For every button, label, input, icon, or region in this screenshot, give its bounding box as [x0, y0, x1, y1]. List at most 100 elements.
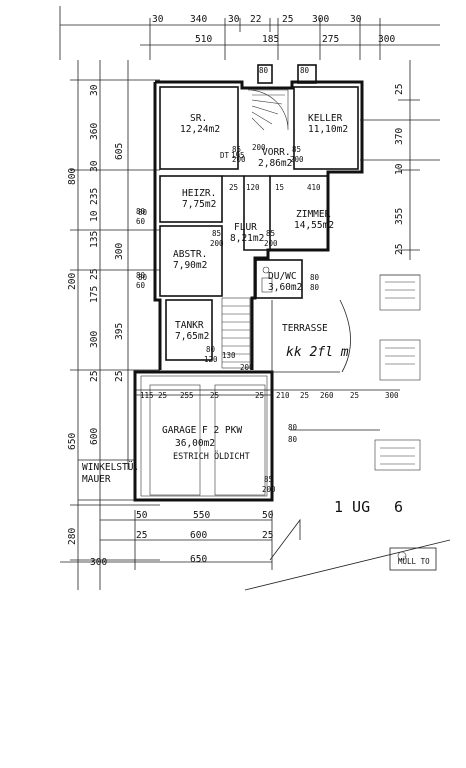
winkel-line1: WINKELSTÜ. — [82, 462, 139, 473]
dim-misc-25: DT — [220, 151, 230, 160]
left-dimensions: 800 200 650 280 300 30 360 605 30 235 10… — [67, 60, 160, 590]
bottom-dimensions: 50 550 50 25 600 25 650 — [60, 510, 274, 570]
gdim-10: 300 — [385, 391, 399, 400]
room-keller-name: KELLER — [308, 113, 343, 124]
dim-mid-30a: 30 — [89, 84, 100, 96]
dim-misc-4: 15 — [275, 183, 284, 192]
gdim-2: 25 — [158, 391, 167, 400]
dim-mid-25a: 25 — [89, 269, 100, 280]
gdim-8: 260 — [320, 391, 334, 400]
dim-top-11: 300 — [378, 34, 395, 45]
room-zimmer-area: 14,55m2 — [294, 220, 334, 231]
bdim-1: 50 — [136, 510, 148, 521]
dim-top-9: 185 — [262, 34, 279, 45]
ug-handwritten: 1 UG — [334, 498, 370, 516]
gdim-6: 210 — [276, 391, 290, 400]
dim-left-200: 200 — [67, 273, 78, 290]
dim-misc-9: 85 — [266, 229, 275, 238]
dim-misc-22: 80 — [288, 435, 298, 444]
dim-misc-1: 80 — [138, 208, 148, 217]
room-tankr-name: TANKR — [175, 320, 204, 331]
dim-mid-600: 600 — [89, 428, 100, 445]
garage-walls — [133, 370, 274, 502]
dim-mid-300b: 300 — [89, 331, 100, 348]
room-heizr-name: HEIZR. — [182, 188, 216, 199]
dim-left-280: 280 — [67, 528, 78, 545]
muell-box: MÜLL TO — [389, 547, 437, 571]
dim-misc-23: 85 — [264, 475, 273, 484]
dim-mid-300a: 300 — [114, 243, 125, 260]
room-heizr: HEIZR. 7,75m2 — [182, 188, 216, 210]
dim-top-1: 30 — [152, 14, 164, 25]
room-flur-name: FLUR — [234, 222, 257, 233]
dim-mid-135: 135 — [89, 231, 100, 248]
room-garage: GARAGE F 2 PKW 36,00m2 ESTRICH ÖLDICHT — [162, 425, 250, 462]
terrace-outline — [244, 119, 451, 591]
room-zimmer: ZIMMER 14,55m2 — [294, 209, 334, 231]
dim-right-355: 355 — [394, 208, 405, 225]
gdim-9: 25 — [350, 391, 359, 400]
dim-misc-18: 120 — [204, 355, 218, 364]
bdim-4: 25 — [136, 530, 147, 541]
room-keller-area: 11,10m2 — [308, 124, 348, 135]
dim-mid-30b: 30 — [89, 160, 100, 172]
dim-misc-3: 120 — [246, 183, 260, 192]
room-terrasse: TERRASSE — [282, 323, 328, 334]
room-sr: SR. 12,24m2 — [180, 113, 220, 135]
dim-misc-13: 85 — [292, 145, 301, 154]
chimney-80b: 80 — [300, 66, 310, 75]
dim-inner-25: 25 — [114, 371, 125, 382]
dim-mid-605: 605 — [114, 143, 125, 160]
chimney-80a: 80 — [259, 66, 269, 75]
dim-top-3: 30 — [228, 14, 240, 25]
room-vorr-area: 2,86m2 — [258, 158, 292, 169]
gdim-1: 115 — [140, 391, 154, 400]
dim-right-370: 370 — [394, 128, 405, 145]
room-vorr-name: VORR. — [262, 147, 291, 158]
dim-inner-60b: 60 — [136, 281, 146, 290]
dim-misc-12: 200 — [232, 155, 246, 164]
dim-top-2: 340 — [190, 14, 207, 25]
room-sr-area: 12,24m2 — [180, 124, 220, 135]
stair-top-icon — [247, 89, 289, 131]
dim-mid-175: 175 — [89, 286, 100, 303]
room-tankr: TANKR 7,65m2 — [175, 320, 209, 342]
gdim-7: 25 — [300, 391, 309, 400]
dim-misc-21: 80 — [288, 423, 298, 432]
gdim-4: 25 — [210, 391, 219, 400]
dim-top-5: 25 — [282, 14, 293, 25]
dim-mid-235: 235 — [89, 188, 100, 205]
dim-misc-19: 130 — [222, 351, 236, 360]
room-duwc-area: 3,60m2 — [268, 282, 302, 293]
dim-top-7: 30 — [350, 14, 362, 25]
dim-right-25b: 25 — [394, 244, 405, 255]
dim-mid-25b: 25 — [89, 371, 100, 382]
scribble-note: kk 2fl m — [286, 345, 349, 360]
winkel-line2: MAUER — [82, 474, 111, 485]
garage-dimensions: 115 25 255 25 25 210 25 260 25 300 — [135, 389, 400, 400]
gdim-5: 25 — [255, 391, 264, 400]
gdim-3: 255 — [180, 391, 194, 400]
dim-misc-20: 200 — [240, 363, 254, 372]
dim-right-25a: 25 — [394, 84, 405, 95]
stair-lower-icon — [221, 297, 251, 369]
dim-misc-16: 80 — [310, 283, 320, 292]
muell-label: MÜLL TO — [398, 557, 430, 566]
bdim-6: 25 — [262, 530, 273, 541]
room-heizr-area: 7,75m2 — [182, 199, 216, 210]
dim-misc-17: 80 — [206, 345, 216, 354]
bdim-5: 600 — [190, 530, 207, 541]
dim-top-6: 300 — [312, 14, 329, 25]
room-garage-name: GARAGE F 2 PKW — [162, 425, 242, 436]
room-garage-note: ESTRICH ÖLDICHT — [173, 451, 250, 462]
dim-misc-24: 200 — [262, 485, 276, 494]
dim-misc-2: 80 — [138, 273, 148, 282]
room-flur-area: 8,21m2 — [230, 233, 264, 244]
dim-misc-14: 200 — [290, 155, 304, 164]
room-vorr: VORR. 2,86m2 — [258, 147, 292, 169]
winkel-mauer-label: WINKELSTÜ. MAUER — [78, 459, 139, 501]
dim-left-800: 800 — [67, 168, 78, 185]
dim-left-300: 300 — [90, 557, 107, 568]
dim-mid-10: 10 — [89, 210, 100, 222]
